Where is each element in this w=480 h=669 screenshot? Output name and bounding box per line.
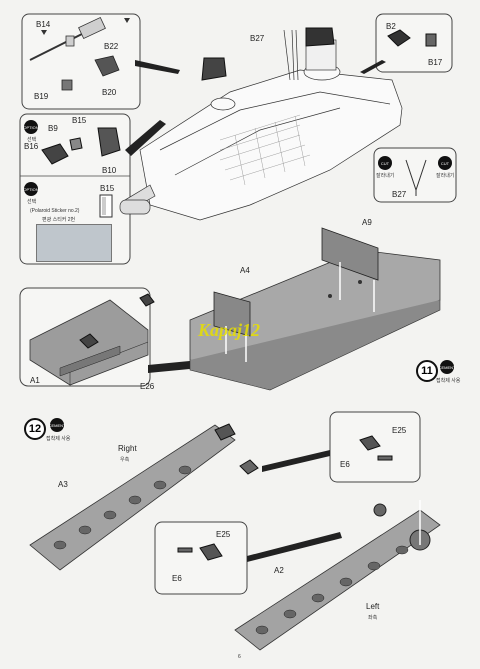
cement-badge: CEMENT bbox=[439, 360, 455, 374]
part-label-b15-b: B15 bbox=[100, 184, 115, 193]
part-label-a1: A1 bbox=[30, 376, 40, 385]
part-label-e25-top: E25 bbox=[392, 426, 407, 435]
part-label-b27-cut: B27 bbox=[392, 190, 407, 199]
option-badge-kr: 선택 bbox=[27, 199, 37, 205]
side-label-right-kr: 우측 bbox=[120, 457, 130, 463]
part-label-b16: B16 bbox=[24, 142, 39, 151]
tank-hull-drawing bbox=[119, 29, 403, 221]
part-label-b22: B22 bbox=[104, 42, 119, 51]
part-label-b27: B27 bbox=[250, 34, 265, 43]
step-number-12: 12 bbox=[24, 418, 46, 440]
page-number: 6 bbox=[238, 654, 241, 660]
option-badge-kr: 선택 bbox=[27, 137, 37, 143]
part-label-a2: A2 bbox=[274, 566, 284, 575]
part-label-e6-bot: E6 bbox=[172, 574, 182, 583]
part-label-e26: E26 bbox=[140, 382, 155, 391]
part-label-b15-a: B15 bbox=[72, 116, 87, 125]
side-label-right: Right bbox=[118, 444, 137, 453]
part-label-a9: A9 bbox=[362, 218, 372, 227]
cut-badge-kr: 잘라내기 bbox=[376, 173, 395, 179]
cement-badge-kr: 접착제 사용 bbox=[436, 378, 461, 384]
side-label-left: Left bbox=[366, 602, 380, 611]
cement-badge: CEMENT bbox=[49, 418, 65, 432]
sticker-decal bbox=[36, 224, 112, 262]
part-label-e6-top: E6 bbox=[340, 460, 350, 469]
machine-gun-part bbox=[29, 16, 106, 61]
sticker-note: (Polaroid Sticker no.2) bbox=[30, 208, 80, 214]
cut-badge: CUT bbox=[438, 156, 452, 170]
part-label-b14: B14 bbox=[36, 20, 51, 29]
sticker-note-kr: 편광 스티커 2번 bbox=[42, 217, 76, 223]
part-label-b10: B10 bbox=[102, 166, 117, 175]
step-number-11: 11 bbox=[416, 360, 438, 382]
cement-badge-kr: 접착제 사용 bbox=[46, 436, 71, 442]
part-label-b9: B9 bbox=[48, 124, 58, 133]
part-label-a3: A3 bbox=[58, 480, 68, 489]
part-label-a4: A4 bbox=[240, 266, 250, 275]
part-label-b19: B19 bbox=[34, 92, 49, 101]
cut-badge-kr: 잘라내기 bbox=[436, 173, 455, 179]
part-label-e25-bot: E25 bbox=[216, 530, 231, 539]
watermark-text: Kapaj12 bbox=[198, 320, 261, 340]
part-label-b2: B2 bbox=[386, 22, 396, 31]
cut-badge: CUT bbox=[378, 156, 392, 170]
option-badge: OPTION bbox=[23, 182, 39, 196]
part-label-b20: B20 bbox=[102, 88, 117, 97]
side-label-left-kr: 좌측 bbox=[368, 615, 378, 621]
option-badge: OPTION bbox=[23, 120, 39, 134]
part-label-b17: B17 bbox=[428, 58, 443, 67]
